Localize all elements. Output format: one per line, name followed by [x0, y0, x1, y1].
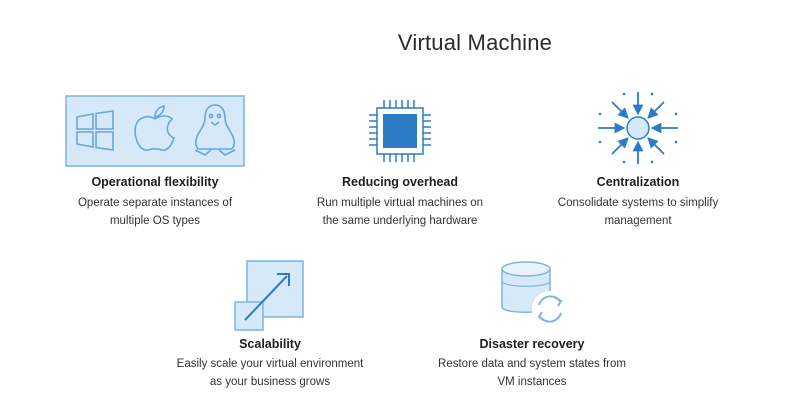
feature-title: Scalability: [239, 337, 301, 351]
cpu-chip-icon: [270, 98, 530, 164]
feature-description-line-2: management: [604, 215, 672, 227]
feature-description-line-2: as your business grows: [209, 376, 331, 388]
feature-description-line-1: Run multiple virtual machines on: [316, 197, 484, 209]
apple-icon: [134, 105, 175, 152]
feature-description-line-1: Restore data and system states from: [438, 358, 626, 370]
feature-description-line-1: Easily scale your virtual environment: [176, 358, 364, 370]
feature-description-line-1: Consolidate systems to simplify: [557, 197, 719, 209]
feature-title: Centralization: [596, 175, 680, 189]
feature-description-line-1: Operate separate instances of: [77, 197, 233, 209]
scale-up-icon: [140, 258, 400, 332]
feature-title: Reducing overhead: [342, 175, 458, 189]
windows-icon: [76, 110, 114, 151]
feature-description-line-2: VM instances: [497, 376, 567, 388]
page-title: Virtual Machine: [397, 30, 553, 55]
feature-description-line-2: the same underlying hardware: [322, 215, 478, 227]
feature-title: Operational flexibility: [91, 175, 219, 189]
database-recovery-icon: [402, 257, 662, 331]
os-icons: [25, 95, 285, 167]
centralization-arrows-icon: [508, 90, 768, 166]
feature-title: Disaster recovery: [479, 337, 585, 351]
linux-penguin-icon: [194, 104, 236, 156]
feature-description-line-2: multiple OS types: [109, 215, 201, 227]
